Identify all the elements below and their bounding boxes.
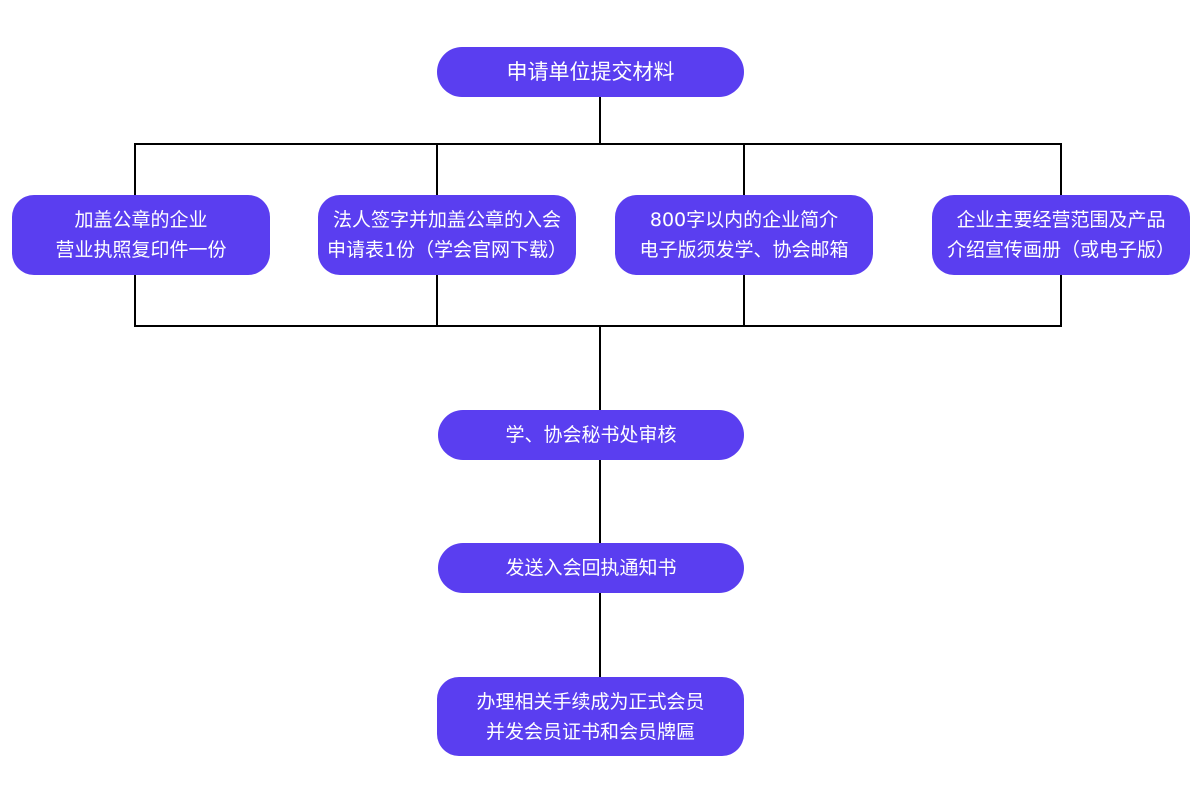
connector-start-down: [599, 96, 601, 145]
material-node-line1: 加盖公章的企业: [74, 209, 208, 231]
material-node-line1: 800字以内的企业简介: [649, 209, 839, 231]
connector-bottom-rise-3: [743, 273, 745, 327]
material-node-product-brochure: 企业主要经营范围及产品 介绍宣传画册（或电子版）: [932, 195, 1190, 275]
final-node-line1: 办理相关手续成为正式会员: [476, 690, 705, 713]
material-node-application-form: 法人签字并加盖公章的入会 申请表1份（学会官网下载）: [318, 195, 576, 275]
material-node-company-profile: 800字以内的企业简介 电子版须发学、协会邮箱: [615, 195, 873, 275]
connector-top-bus: [134, 143, 1062, 145]
connector-notice-to-final: [599, 592, 601, 678]
final-node-line2: 并发会员证书和会员牌匾: [485, 720, 695, 743]
connector-top-drop-2: [436, 143, 438, 196]
final-node: 办理相关手续成为正式会员 并发会员证书和会员牌匾: [437, 677, 744, 756]
connector-bottom-rise-2: [436, 273, 438, 327]
start-node-label: 申请单位提交材料: [506, 60, 675, 84]
review-node-label: 学、协会秘书处审核: [505, 424, 677, 446]
connector-review-to-notice: [599, 459, 601, 544]
start-node: 申请单位提交材料: [437, 47, 744, 97]
connector-top-drop-4: [1060, 143, 1062, 196]
review-node: 学、协会秘书处审核: [438, 410, 744, 460]
material-node-line2: 电子版须发学、协会邮箱: [639, 239, 849, 261]
material-node-line1: 企业主要经营范围及产品: [956, 209, 1166, 231]
connector-bottom-rise-1: [134, 273, 136, 327]
connector-to-review: [599, 325, 601, 411]
connector-bottom-bus: [134, 325, 1062, 327]
material-node-business-license: 加盖公章的企业 营业执照复印件一份: [12, 195, 270, 275]
connector-bottom-rise-4: [1060, 273, 1062, 327]
notice-node-label: 发送入会回执通知书: [505, 557, 677, 579]
material-node-line1: 法人签字并加盖公章的入会: [332, 209, 561, 231]
notice-node: 发送入会回执通知书: [438, 543, 744, 593]
connector-top-drop-1: [134, 143, 136, 196]
material-node-line2: 营业执照复印件一份: [55, 239, 227, 261]
material-node-line2: 介绍宣传画册（或电子版）: [946, 239, 1175, 261]
connector-top-drop-3: [743, 143, 745, 196]
material-node-line2: 申请表1份（学会官网下载）: [326, 239, 568, 261]
